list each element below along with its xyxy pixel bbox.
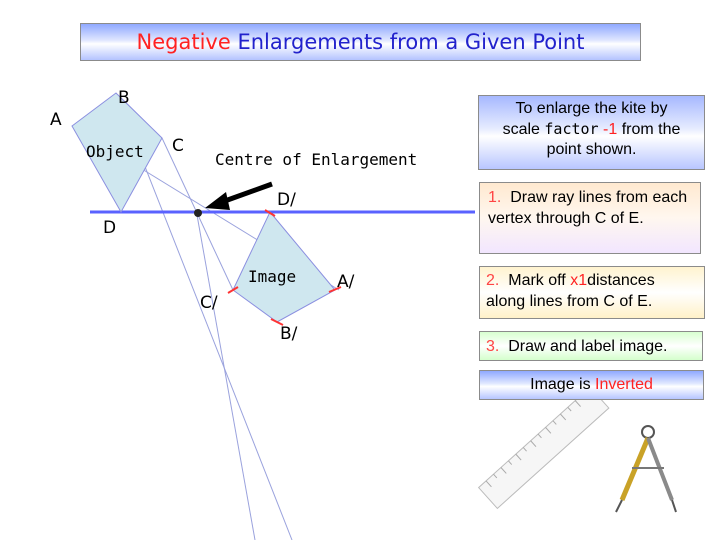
vertex-label-a: A [50, 110, 62, 130]
result-box: Image is Inverted [479, 370, 704, 400]
mark-d-prime [264, 209, 276, 217]
mark-b-prime [270, 318, 284, 326]
centre-label: Centre of Enlargement [215, 150, 418, 169]
intro-instruction-box: To enlarge the kite by scale factor -1 f… [478, 95, 705, 170]
distance-marks [227, 209, 342, 326]
mark-c-prime [227, 286, 239, 294]
intro-factor: factor [544, 120, 599, 138]
step-2-text-c: distances along lines from C of E. [486, 272, 655, 310]
ruler-icon [477, 386, 610, 510]
object-label: Object [86, 142, 144, 161]
result-text: Image is [530, 376, 596, 393]
vertex-label-c-prime: C/ [200, 293, 218, 313]
result-highlight: Inverted [595, 376, 653, 393]
image-label: Image [248, 267, 297, 286]
intro-scale-value: -1 [598, 121, 618, 138]
mark-a-prime [328, 286, 342, 293]
step-3-number: 3. [486, 338, 500, 355]
step-1-number: 1. [488, 189, 502, 206]
intro-from: from the [617, 121, 681, 138]
intro-line-3: point shown. [546, 141, 637, 158]
intro-line-1: To enlarge the kite by [515, 100, 668, 117]
vertex-label-d: D [103, 218, 117, 238]
title-highlight: Negative [136, 30, 231, 54]
title-text: Enlargements from a Given Point [230, 30, 585, 54]
step-1-box: 1. Draw ray lines from each vertex throu… [479, 182, 701, 254]
centre-point [194, 209, 202, 217]
compass-icon [615, 425, 677, 513]
ray-line-b-ext [196, 214, 256, 540]
intro-line-2: scale factor -1 from the [479, 119, 704, 140]
arrow-icon [205, 181, 273, 210]
step-3-text: Draw and label image. [499, 338, 668, 355]
step-2-multiplier: x1 [570, 272, 588, 289]
vertex-label-b: B [118, 88, 130, 108]
vertex-label-b-prime: B/ [280, 324, 298, 344]
step-3-box: 3. Draw and label image. [479, 331, 703, 361]
step-1-text: Draw ray lines from each vertex through … [488, 189, 692, 227]
intro-scale: scale [502, 121, 545, 138]
vertex-label-d-prime: D/ [277, 190, 296, 210]
step-2-number: 2. [486, 272, 500, 289]
object-kite [71, 92, 163, 214]
vertex-label-a-prime: A/ [337, 272, 355, 292]
step-2-box: 2. Mark off x1distances along lines from… [479, 266, 705, 319]
vertex-label-c: C [172, 136, 184, 156]
step-2-text-a: Mark off [499, 272, 571, 289]
title-banner: Negative Enlargements from a Given Point [80, 23, 641, 61]
